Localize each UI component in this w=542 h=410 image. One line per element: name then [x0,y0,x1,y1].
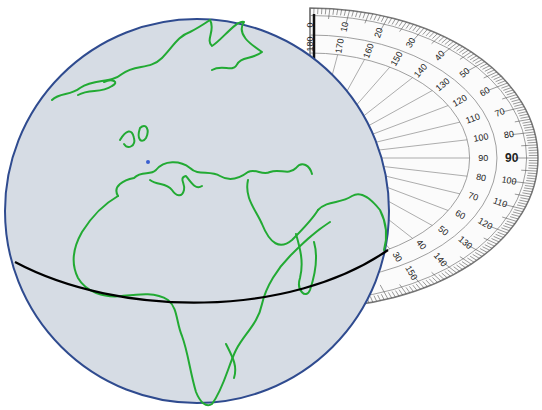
outer-scale-number: 90 [505,152,518,164]
equator-arc [15,250,388,303]
inner-scale-number: 90 [478,154,488,163]
outer-scale-number: 0 [306,23,315,28]
outer-scale-number: 10 [340,22,351,33]
inner-scale-number: 80 [475,172,486,183]
continent-outlines [52,20,386,405]
inner-scale-number: 180 [306,36,315,51]
outer-scale-number: 80 [503,130,514,141]
location-dot [146,160,150,164]
globe-outline [5,19,389,403]
